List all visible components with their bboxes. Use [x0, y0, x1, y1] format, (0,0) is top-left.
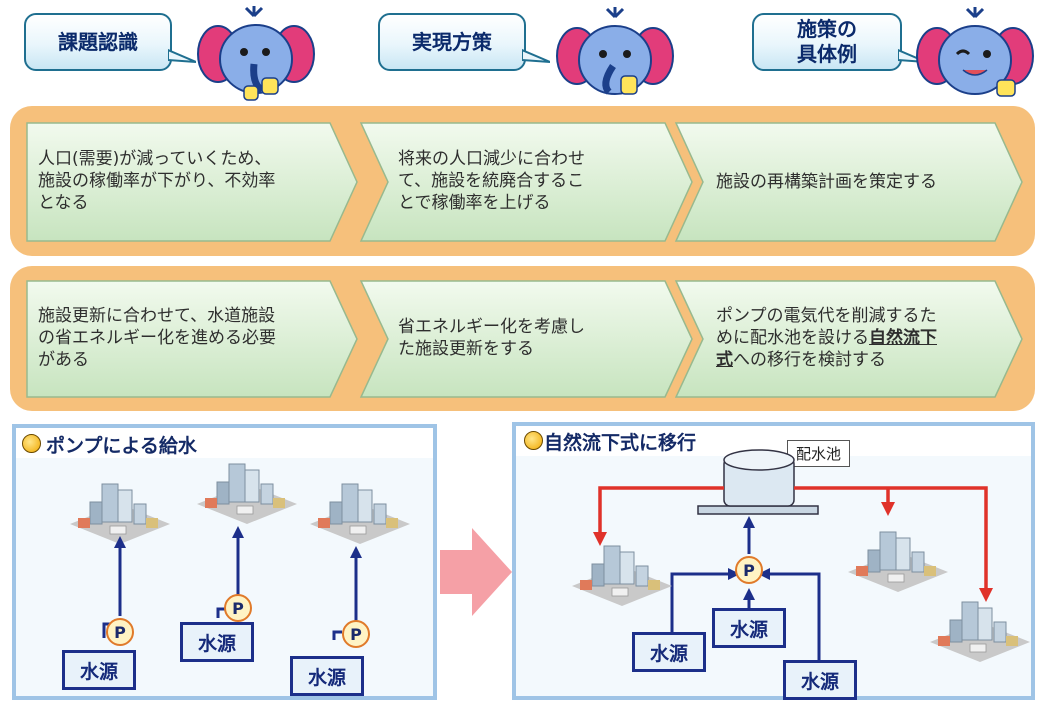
text-line: た施設更新をする: [398, 339, 534, 359]
elephant-mascot-wink-icon: [916, 7, 1034, 97]
row1-chevrons: [26, 122, 1023, 242]
text-fragment: めに配水池を設ける: [716, 328, 869, 348]
pump-icon: P: [106, 618, 134, 646]
panel-natural-flow-title: 自然流下式に移行: [544, 432, 697, 454]
elephant-mascot-thinking-icon: [197, 6, 315, 101]
pump-icon: P: [224, 594, 252, 622]
panel-pump-supply-title: ポンプによる給水: [46, 435, 197, 457]
pump-icon: P: [342, 620, 370, 648]
bubble-tail: [522, 48, 550, 63]
text-line: 施設更新に合わせて、水道施設: [38, 306, 276, 326]
water-source-box: 水源: [783, 660, 857, 700]
text-line: 式への移行を検討する: [716, 349, 1001, 371]
text-line: 省エネルギー化を考慮し: [398, 317, 585, 337]
text-line: となる: [38, 193, 89, 213]
row1-cell3-text: 施設の再構築計画を策定する: [716, 171, 1006, 193]
natural-flow-link[interactable]: 自然流下: [869, 328, 937, 348]
text-line: 将来の人口減少に合わせ: [398, 149, 585, 169]
reservoir-tank-icon: [697, 449, 819, 515]
water-source-box: 水源: [62, 650, 136, 690]
text-line: の省エネルギー化を進める必要: [38, 328, 276, 348]
text-line: 人口(需要)が減っていくため、: [38, 149, 272, 169]
row1-cell1-text: 人口(需要)が減っていくため、 施設の稼働率が下がり、不効率 となる: [38, 148, 343, 214]
chevron-cell: [26, 122, 358, 242]
city-icon: [309, 483, 411, 545]
row2-cell3-text: ポンプの電気代を削減するた めに配水池を設ける自然流下 式への移行を検討する: [716, 305, 1001, 371]
bubble-label-line1: 施策の: [797, 17, 857, 41]
chevron-cell: [674, 122, 1023, 242]
chevron-cell: [359, 122, 693, 242]
transition-arrow-icon: [440, 528, 512, 616]
elephant-mascot-idea-icon: [556, 7, 674, 95]
bubble-label: 課題認識: [58, 29, 138, 54]
bubble-issue-recognition: 課題認識: [24, 13, 172, 71]
chevron-cell: [674, 280, 1023, 398]
apple-bullet-icon: [524, 431, 543, 450]
pump-icon: P: [735, 556, 763, 584]
city-icon: [69, 483, 171, 545]
city-icon: [196, 463, 298, 525]
text-line: とで稼働率を上げる: [398, 193, 551, 213]
text-line: 施設の稼働率が下がり、不効率: [38, 171, 276, 191]
natural-flow-link[interactable]: 式: [716, 350, 733, 370]
row1-cell2-text: 将来の人口減少に合わせ て、施設を統廃合するこ とで稼働率を上げる: [398, 148, 668, 214]
text-line: ポンプの電気代を削減するた: [716, 306, 937, 326]
bubble-label: 実現方策: [412, 29, 492, 54]
city-icon: [929, 601, 1031, 663]
water-source-box: 水源: [290, 656, 364, 696]
text-line: て、施設を統廃合するこ: [398, 171, 585, 191]
row2-chevrons: [26, 280, 1023, 398]
bubble-tail: [168, 48, 196, 63]
bubble-implementation: 実現方策: [378, 13, 526, 71]
text-fragment: への移行を検討する: [733, 350, 886, 370]
row2-cell1-text: 施設更新に合わせて、水道施設 の省エネルギー化を進める必要 がある: [38, 305, 343, 371]
text-line: がある: [38, 350, 89, 370]
text-line: 施設の再構築計画を策定する: [716, 172, 937, 192]
water-source-box: 水源: [712, 608, 786, 648]
city-icon: [571, 545, 673, 607]
city-icon: [847, 531, 949, 593]
water-source-box: 水源: [180, 622, 254, 662]
bubble-label-line2: 具体例: [797, 42, 857, 66]
panel-pump-supply-title-bar: [16, 428, 433, 458]
text-line: めに配水池を設ける自然流下: [716, 327, 1001, 349]
apple-bullet-icon: [22, 434, 41, 453]
distribution-reservoir-label: 配水池: [787, 440, 851, 467]
row2-cell2-text: 省エネルギー化を考慮し た施設更新をする: [398, 316, 668, 360]
chevron-cell: [359, 280, 693, 398]
chevron-cell: [26, 280, 358, 398]
bubble-examples: 施策の 具体例: [752, 13, 902, 71]
natural-flow-diagram: [571, 449, 1031, 668]
water-source-box: 水源: [632, 632, 706, 672]
